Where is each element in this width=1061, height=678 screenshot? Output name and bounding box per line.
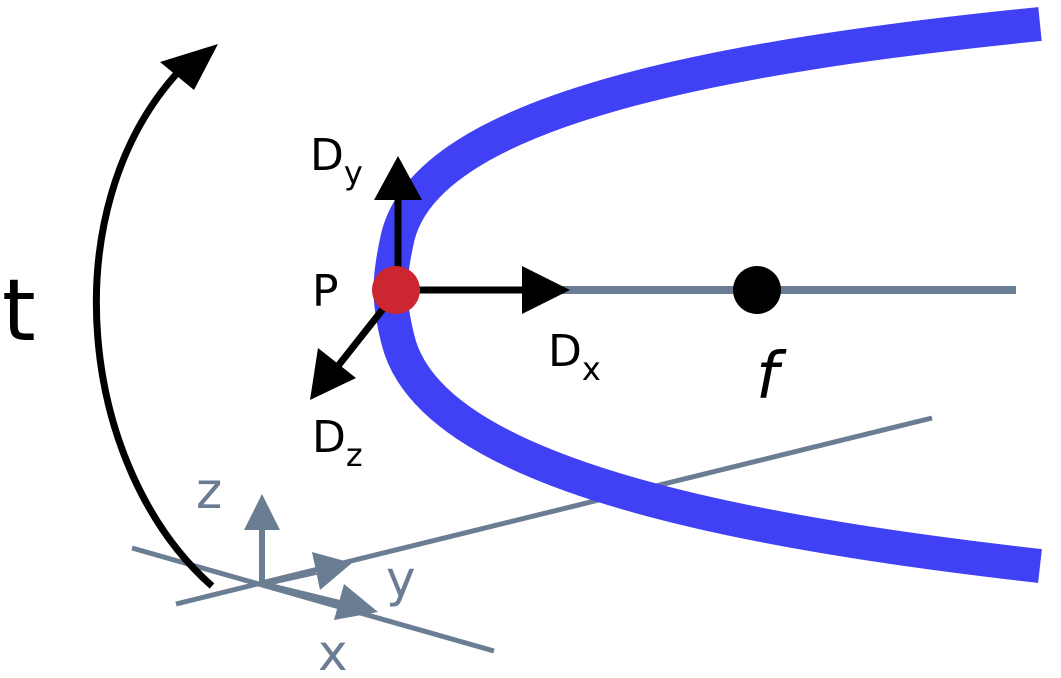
focus-label: f [756, 340, 787, 414]
world-z-label: z [196, 462, 222, 520]
focus-point [733, 266, 781, 314]
world-y-arrowhead [312, 552, 352, 590]
dz-label-sub: z [346, 436, 363, 474]
dx-arrowhead [522, 266, 570, 314]
parabola-curve [373, 7, 1042, 583]
point-p [372, 266, 420, 314]
dx-label-sub: x [582, 350, 601, 388]
dy-label: Dy [310, 130, 363, 192]
dz-arrowhead [310, 348, 356, 400]
world-z-arrowhead [244, 494, 280, 530]
time-label: t [2, 261, 36, 361]
world-x-arrowhead [334, 584, 378, 620]
dz-label: Dz [312, 412, 363, 474]
world-y-shaft [261, 569, 317, 587]
dx-label-main: D [548, 326, 582, 377]
world-y-label: y [386, 550, 416, 608]
time-arrowhead [160, 44, 218, 90]
dx-label: Dx [548, 326, 601, 388]
dz-label-main: D [312, 412, 346, 463]
dy-label-sub: y [344, 154, 363, 192]
dy-arrowhead [374, 156, 422, 200]
point-label: P [312, 266, 339, 317]
time-arc [93, 67, 215, 589]
world-x-shaft [261, 581, 341, 606]
world-x-label: x [318, 624, 348, 678]
dy-label-main: D [310, 130, 344, 181]
